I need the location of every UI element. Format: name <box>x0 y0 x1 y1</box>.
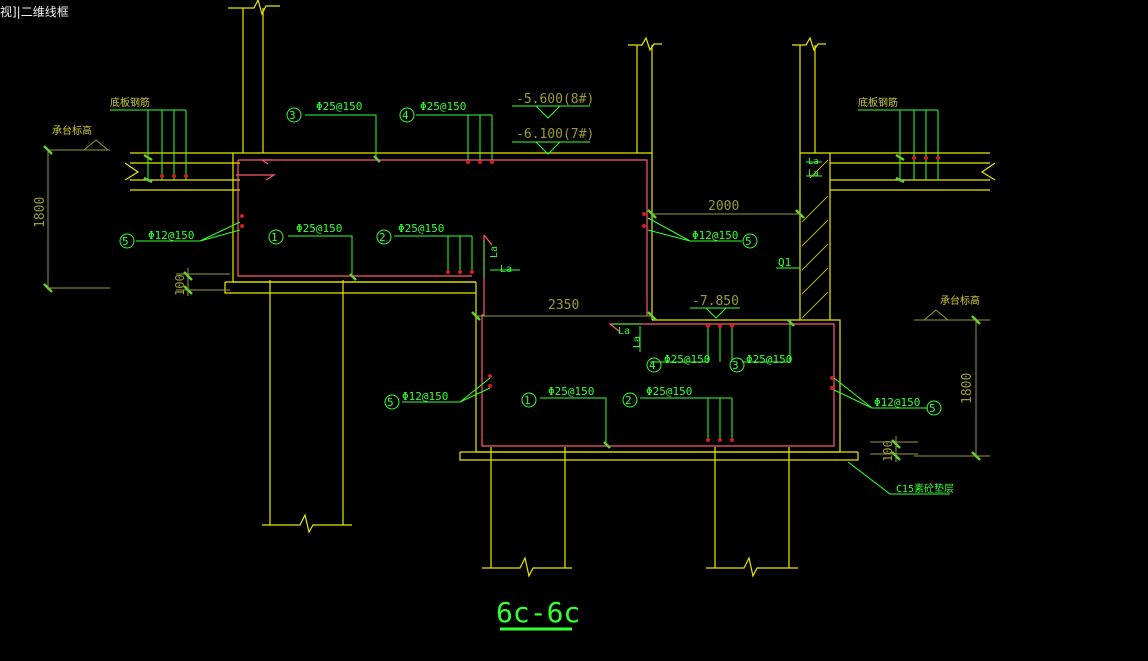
dimension-lines <box>47 139 990 462</box>
la-label-1: La <box>489 246 500 258</box>
circle-number-1-upper: 1 <box>271 231 278 244</box>
la-label-2: La <box>500 264 512 275</box>
rebar-spec-2-lower: Φ25@150 <box>646 385 692 398</box>
rebar-spec-3-lower: Φ25@150 <box>746 353 792 366</box>
dimension-1800-left: 1800 <box>33 197 48 228</box>
la-label-5: La <box>808 157 819 167</box>
circle-number-3-lower: 3 <box>732 359 739 372</box>
elevation-low: -7.850 <box>692 294 739 309</box>
circle-number-3-top: 3 <box>289 109 296 122</box>
circle-number-4-top: 4 <box>402 109 409 122</box>
elevation-7: -6.100(7#) <box>516 127 594 142</box>
rebar-spec-5-lower-left: Φ12@150 <box>402 390 448 403</box>
concrete-structure <box>124 0 996 578</box>
circle-number-1-lower: 1 <box>524 394 531 407</box>
la-label-3: La <box>618 326 630 337</box>
label-c15-cushion: C15素砼垫层 <box>896 482 954 495</box>
dimension-2000: 2000 <box>708 199 739 214</box>
section-title: 6c-6c <box>496 596 580 629</box>
dimension-2350: 2350 <box>548 298 579 313</box>
rebar-spec-1-upper: Φ25@150 <box>296 222 342 235</box>
label-cap-elevation-right: 承台标高 <box>940 294 980 307</box>
annotation-leaders <box>110 105 950 495</box>
la-label-6: La <box>808 169 819 179</box>
rebar-spec-1-lower: Φ25@150 <box>548 385 594 398</box>
rebar-spec-4-top: Φ25@150 <box>420 100 466 113</box>
circle-number-5-upper-right: 5 <box>745 235 752 248</box>
rebar-spec-5-upper-left: Φ12@150 <box>148 229 194 242</box>
rebar-spec-3-top: Φ25@150 <box>316 100 362 113</box>
circle-number-4-lower: 4 <box>649 359 656 372</box>
elevation-8: -5.600(8#) <box>516 92 594 107</box>
rebar-number-circles <box>119 107 942 416</box>
dimension-100-left: 100 <box>173 274 187 296</box>
circle-number-5-lower-left: 5 <box>387 396 394 409</box>
label-bottom-rebar-right: 底板钢筋 <box>858 96 898 109</box>
rebar-dots <box>160 156 940 442</box>
dimension-100-right: 100 <box>881 440 895 462</box>
circle-number-5-lower-right: 5 <box>929 402 936 415</box>
dimension-1800-right: 1800 <box>960 373 975 404</box>
rebar-spec-5-lower-right: Φ12@150 <box>874 396 920 409</box>
wall-hatch <box>801 159 829 319</box>
viewport-label[interactable]: 视]|二维线框 <box>0 5 69 19</box>
circle-number-5-upper-left: 5 <box>122 235 129 248</box>
rebar-lines <box>236 159 835 447</box>
label-cap-elevation-left: 承台标高 <box>52 124 92 137</box>
circle-number-2-lower: 2 <box>625 394 632 407</box>
label-bottom-rebar-left: 底板钢筋 <box>110 96 150 109</box>
annotation-texts: 底板钢筋 底板钢筋 承台标高 承台标高 Φ25@150 Φ25@150 Φ25@… <box>33 92 980 629</box>
dimension-ticks <box>43 145 981 461</box>
rebar-spec-5-upper-right: Φ12@150 <box>692 229 738 242</box>
rebar-spec-4-lower: Φ25@150 <box>664 353 710 366</box>
rebar-spec-2-upper: Φ25@150 <box>398 222 444 235</box>
la-label-4: La <box>632 336 643 348</box>
circle-number-2-upper: 2 <box>379 231 386 244</box>
wall-label-q1: Q1 <box>778 256 791 269</box>
